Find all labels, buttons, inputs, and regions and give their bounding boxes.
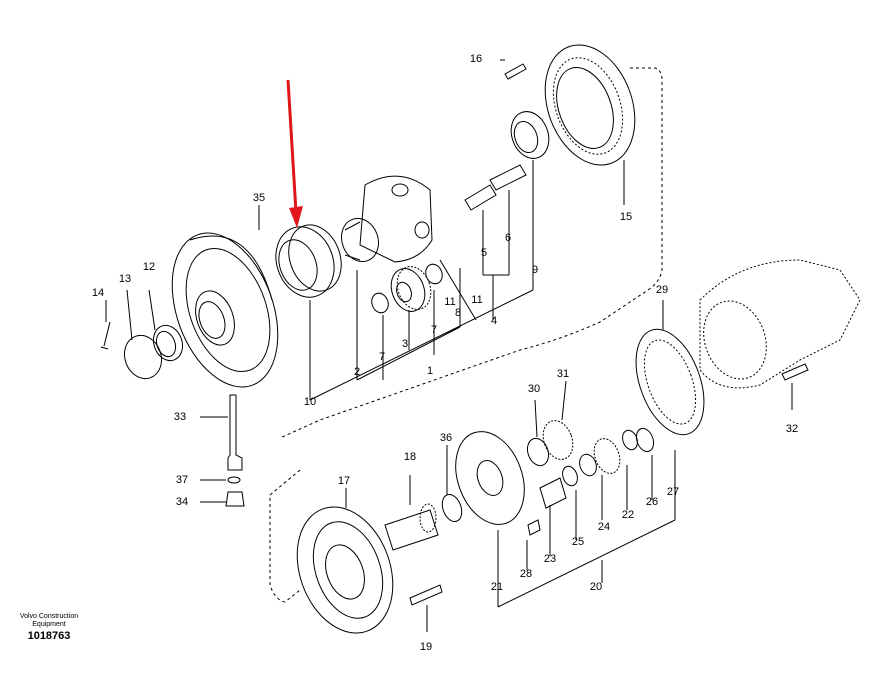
part-21-carrier-plate — [455, 431, 525, 525]
part-label-35: 35 — [253, 192, 265, 204]
part-19-bolt — [409, 584, 443, 606]
caption-company: Volvo Construction Equipment — [14, 613, 84, 629]
part-37-washer — [227, 476, 241, 484]
part-35-flange — [171, 232, 279, 388]
part-label-30: 30 — [528, 383, 540, 395]
part-label-29: 29 — [656, 284, 668, 296]
part-14-bolt — [100, 321, 111, 350]
part-18-shaft — [384, 503, 439, 551]
part-22-gear — [593, 438, 621, 474]
part-label-7: 7 — [431, 324, 437, 336]
part-label-22: 22 — [622, 509, 634, 521]
part-31-gear — [542, 420, 574, 460]
part-label-18: 18 — [404, 451, 416, 463]
part-label-2: 2 — [354, 366, 360, 378]
part-label-13: 13 — [119, 273, 131, 285]
part-label-7: 7 — [379, 351, 385, 363]
part-label-26: 26 — [646, 496, 658, 508]
leader-lines-top — [105, 59, 793, 503]
part-label-33: 33 — [174, 411, 186, 423]
part-label-25: 25 — [572, 536, 584, 548]
part-33-bolt — [227, 394, 243, 471]
part-label-37: 37 — [176, 474, 188, 486]
part-15-ring-gear — [544, 44, 636, 166]
upper-housing-outline — [279, 67, 663, 439]
part-25-washer — [562, 465, 578, 487]
part-36-snap-ring — [441, 493, 463, 523]
part-10-bearing — [275, 224, 342, 298]
part-label-11: 11 — [471, 294, 482, 306]
part-label-14: 14 — [92, 287, 104, 299]
part-label-16: 16 — [470, 53, 482, 65]
part-label-32: 32 — [786, 423, 798, 435]
part-27-snap-ring — [635, 427, 655, 453]
part-label-36: 36 — [440, 432, 452, 444]
part-label-11: 11 — [444, 296, 455, 308]
part-label-23: 23 — [544, 553, 556, 565]
part-label-28: 28 — [520, 568, 532, 580]
leader-lines-bottom — [345, 380, 676, 632]
highlight-arrow — [286, 79, 303, 228]
part-30-washer — [526, 437, 550, 467]
part-label-24: 24 — [598, 521, 610, 533]
part-32-bolt — [781, 363, 809, 381]
part-7-washer — [371, 292, 389, 314]
part-label-21: 21 — [491, 581, 503, 593]
drawing-number: 1018763 — [27, 630, 71, 642]
part-label-4: 4 — [491, 315, 497, 327]
part-label-12: 12 — [143, 261, 155, 273]
part-label-9: 9 — [532, 264, 538, 276]
part-label-6: 6 — [505, 232, 511, 244]
part-28-pin — [527, 519, 541, 536]
part-label-27: 27 — [667, 486, 679, 498]
caption-line2: Equipment — [32, 621, 66, 628]
part-7-washer-b — [425, 263, 443, 285]
part-label-1: 1 — [427, 365, 433, 377]
part-label-5: 5 — [481, 247, 487, 259]
part-label-8: 8 — [455, 307, 461, 319]
hydraulic-motor — [699, 259, 861, 389]
lower-housing-outline — [269, 469, 301, 603]
part-label-17: 17 — [338, 475, 350, 487]
part-label-31: 31 — [557, 368, 569, 380]
part-13-plate — [123, 334, 163, 380]
part-2-carrier — [340, 175, 433, 263]
part-label-20: 20 — [590, 581, 602, 593]
part-23-pin — [539, 477, 567, 509]
part-24-bearing — [579, 453, 597, 477]
caption-line1: Volvo Construction — [19, 613, 79, 620]
part-9-bearing — [510, 111, 550, 159]
part-6-pin — [489, 164, 527, 191]
part-34-nut — [225, 491, 245, 507]
part-3-gear — [390, 266, 432, 312]
part-29-ring-gear — [635, 328, 705, 436]
part-label-10: 10 — [304, 396, 316, 408]
part-12-seal — [152, 324, 184, 362]
part-label-3: 3 — [402, 338, 408, 350]
part-5-pin — [464, 184, 497, 211]
part-16-pin — [504, 63, 527, 80]
part-17-hub — [296, 506, 394, 634]
part-label-15: 15 — [620, 211, 632, 223]
part-label-34: 34 — [176, 496, 188, 508]
part-label-19: 19 — [420, 641, 432, 653]
